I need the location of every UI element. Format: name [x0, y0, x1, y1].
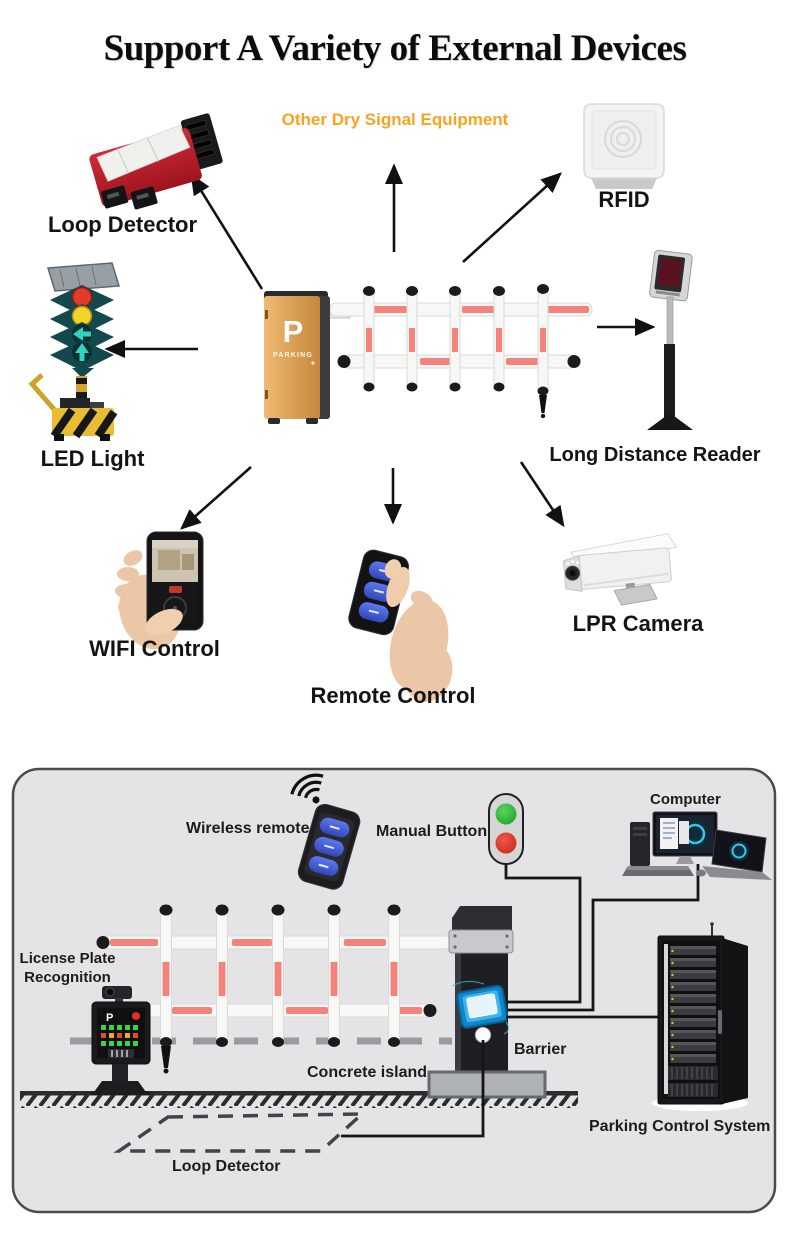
page-title: Support A Variety of External Devices: [103, 28, 687, 69]
label-license-plate-recognition: License Plate Recognition: [10, 949, 125, 987]
label-manual-button: Manual Button: [376, 823, 488, 840]
manual-open-button: [495, 803, 517, 825]
lpr-camera-device: [562, 533, 678, 606]
cable-to-loop: [341, 1040, 485, 1138]
label-led-light: LED Light: [40, 446, 145, 471]
barrier-gate-device: P PARKING: [264, 284, 593, 424]
rfid-reader-device: [583, 103, 665, 189]
manual-close-button: [495, 832, 517, 854]
loop-detector-coil: [113, 1112, 367, 1153]
parking-logo-text: PARKING: [273, 352, 313, 359]
arrow-to-wifi-control: [180, 466, 252, 530]
traffic-light-device: [28, 262, 120, 441]
wireless-remote-device: [297, 803, 361, 890]
barrier-control-panel: [451, 980, 510, 1043]
parking-logo-p: P: [283, 314, 304, 349]
connection-cables: [341, 864, 700, 1138]
rfid-wave-icon: [604, 120, 642, 158]
manual-button-device: [488, 793, 524, 865]
parking-control-server-rack: [652, 922, 748, 1111]
svg-text:P: P: [106, 1012, 113, 1024]
label-other-dry-signal: Other Dry Signal Equipment: [281, 110, 509, 129]
label-license-plate-line2: Recognition: [24, 969, 111, 986]
label-rfid: RFID: [598, 187, 650, 212]
label-parking-control-system: Parking Control System: [589, 1118, 771, 1135]
wifi-phone: [115, 531, 204, 650]
wifi-signal-icon: [290, 773, 324, 804]
label-loop-detector-bottom: Loop Detector: [172, 1158, 281, 1175]
arrow-to-rfid: [462, 172, 562, 263]
connection-arrows: [104, 163, 656, 530]
arrow-to-loop-detector: [190, 173, 264, 290]
concrete-base: [427, 1070, 547, 1099]
label-loop-detector-top: Loop Detector: [47, 212, 198, 237]
label-wireless-remote: Wireless remote: [186, 820, 310, 837]
label-lpr-camera: LPR Camera: [572, 611, 704, 636]
loop-detector-device: [89, 113, 223, 210]
label-remote-control: Remote Control: [310, 683, 476, 708]
label-long-distance-reader: Long Distance Reader: [549, 444, 761, 466]
long-distance-reader-device: [647, 249, 693, 430]
bottom-fence-posts: [159, 904, 401, 1074]
computer-workstation: [622, 811, 772, 880]
arrow-to-lpr-camera: [519, 461, 565, 528]
label-license-plate-line1: License Plate: [19, 950, 116, 967]
barrier-cabinet: P PARKING: [264, 291, 330, 424]
cable-manual-button: [504, 864, 582, 1004]
label-computer: Computer: [650, 791, 721, 808]
label-barrier: Barrier: [514, 1041, 567, 1058]
label-wifi-control: WIFI Control: [89, 636, 220, 661]
boom-fence: [321, 284, 593, 419]
cable-computer: [507, 864, 700, 1012]
license-plate-recognition-unit: P: [90, 986, 151, 1095]
remote-control-device: [348, 549, 453, 702]
label-concrete-island: Concrete island: [307, 1064, 428, 1081]
